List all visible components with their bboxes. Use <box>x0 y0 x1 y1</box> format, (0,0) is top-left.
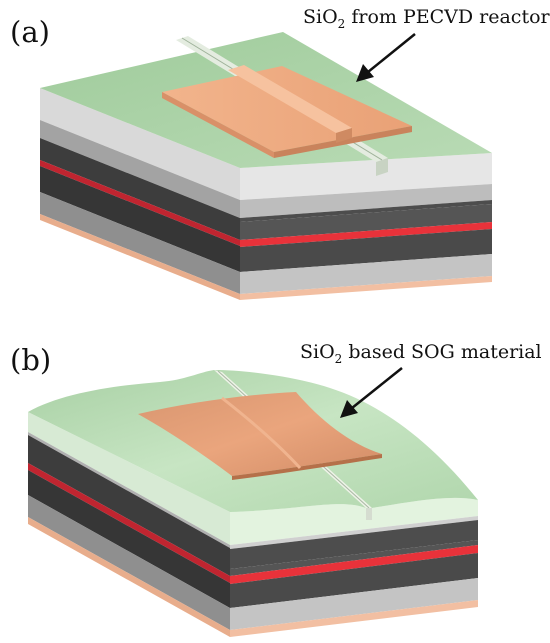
copper-ridge <box>228 65 352 133</box>
layer-dark-gray-2-right <box>240 229 492 272</box>
layer-oxide-left <box>40 88 240 200</box>
panel-a-arrow <box>367 33 416 73</box>
panel-a-annotation: SiO2 from PECVD reactor <box>303 6 550 82</box>
layer-dark-gray-1-right <box>240 200 492 222</box>
layer-oxide-right <box>230 497 478 545</box>
layer-red-right <box>240 222 492 247</box>
layer-red-left <box>28 463 230 583</box>
panel-a: (a) <box>10 6 550 300</box>
layer-oxide-left <box>28 412 230 545</box>
layer-red-right <box>230 545 478 584</box>
panel-a-annotation-text: SiO2 from PECVD reactor <box>303 6 550 31</box>
layer-substrate-left <box>28 517 230 637</box>
panel-b-arrow <box>351 367 403 409</box>
layer-light-gray-right <box>230 516 478 549</box>
layer-substrate-right <box>240 276 492 300</box>
panel-b-label: (b) <box>10 343 51 377</box>
layer-gray-bottom-left <box>40 192 240 294</box>
layer-dark-gray-2-right <box>230 553 478 608</box>
copper-pad-edge <box>274 126 412 158</box>
layer-light-gray-left <box>40 120 240 218</box>
layer-gray-bottom-right <box>240 254 492 294</box>
panel-b-annotation: SiO2 based SOG material <box>300 341 542 418</box>
layer-light-gray-left <box>28 432 230 548</box>
layer-dark-gray-1b-right <box>230 540 478 576</box>
layer-substrate-left <box>40 214 240 300</box>
layer-red-left <box>40 160 240 246</box>
layer-gray-bottom-right <box>230 578 478 630</box>
layer-dark-gray-1-right <box>230 520 478 569</box>
panel-b-right-face <box>230 497 478 637</box>
waveguide-ridge-side <box>376 158 388 176</box>
panel-a-label: (a) <box>10 15 50 49</box>
copper-ridge-side <box>336 128 352 143</box>
layer-substrate-right <box>230 600 478 637</box>
panel-a-copper-pad <box>162 65 412 158</box>
copper-pad-edge <box>232 454 382 480</box>
panel-a-left-face <box>40 88 240 300</box>
layer-oxide-right <box>240 153 492 200</box>
panel-a-right-face <box>240 153 492 300</box>
copper-pad-fold <box>221 396 302 470</box>
panel-b-annotation-text: SiO2 based SOG material <box>300 341 542 366</box>
layer-dark-gray-2-left <box>28 470 230 608</box>
layer-dark-gray-1-left <box>28 435 230 576</box>
panel-b-arrowhead <box>340 400 358 418</box>
layer-gray-bottom-left <box>28 495 230 630</box>
copper-pad-top <box>138 392 382 476</box>
panel-b-copper-pad <box>138 392 382 480</box>
panel-b-left-face <box>28 412 230 637</box>
layer-light-gray-right <box>240 184 492 218</box>
waveguide-end-cut <box>366 508 372 520</box>
panel-b: (b) <box>10 341 542 637</box>
layer-dark-gray-1-left <box>40 138 240 240</box>
layer-dark-gray-1b-right <box>240 204 492 240</box>
layer-dark-gray-2-left <box>40 166 240 272</box>
copper-pad-edge-left <box>162 92 274 158</box>
panel-a-arrowhead <box>356 64 374 82</box>
